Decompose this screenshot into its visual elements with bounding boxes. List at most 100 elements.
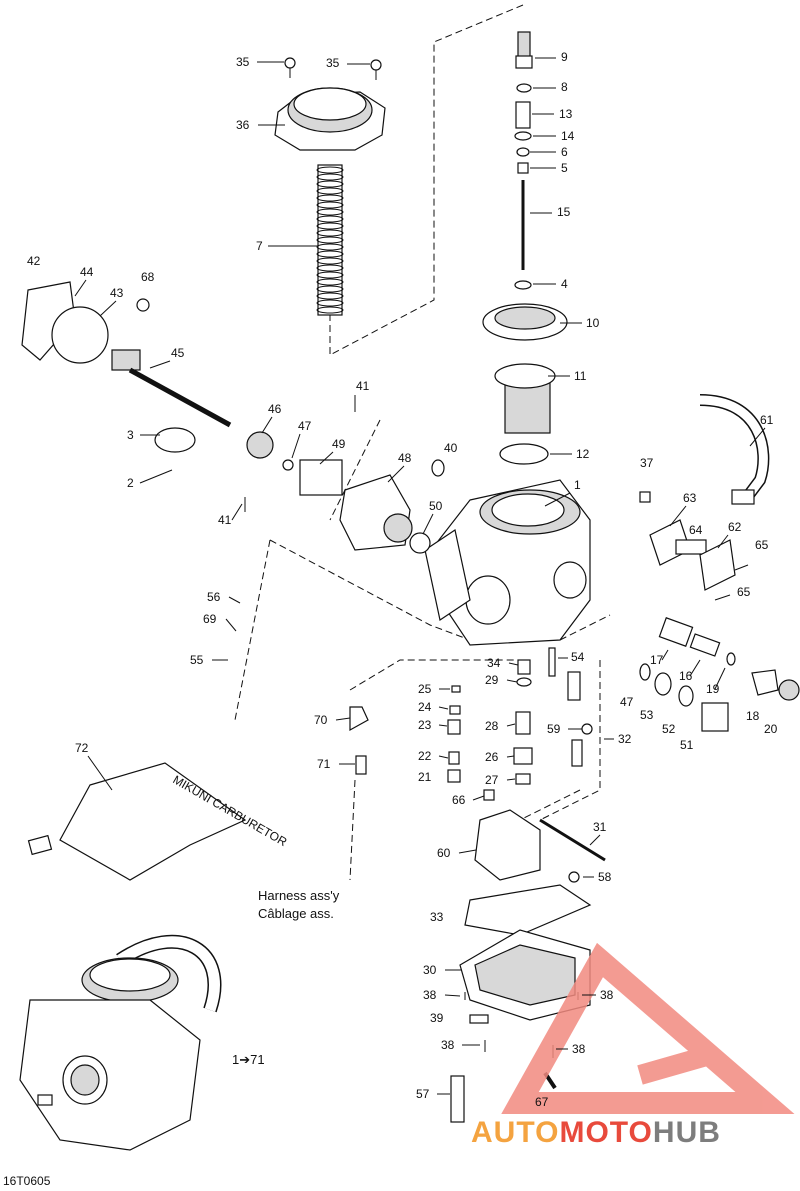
callout-60: 60 (437, 846, 451, 860)
callout-20: 20 (764, 722, 778, 736)
range-note: 1➔71 (232, 1052, 265, 1067)
callout-19: 19 (706, 682, 720, 696)
callout-37: 37 (640, 456, 654, 470)
callout-5: 5 (561, 161, 568, 175)
callout-31: 31 (593, 820, 607, 834)
spring-7 (316, 164, 344, 316)
carburetor-body-1 (424, 479, 591, 646)
callout-leader-47 (291, 433, 301, 459)
callout-36: 36 (236, 118, 250, 132)
callout-46: 46 (268, 402, 282, 416)
callout-leader-66 (472, 795, 485, 801)
callout-51: 51 (680, 738, 694, 752)
right-assembly (639, 394, 770, 601)
callout-1: 1 (574, 478, 581, 492)
slide-11 (494, 363, 556, 434)
jets-column (447, 647, 593, 801)
callout-6: 6 (561, 145, 568, 159)
callout-leader-17 (661, 649, 669, 661)
callout-47: 47 (298, 419, 312, 433)
callout-leader-44 (74, 279, 87, 297)
callout-42: 42 (27, 254, 41, 268)
harness-note-line1: Harness ass'y (258, 888, 340, 903)
spring-coil (316, 229, 344, 237)
callout-44: 44 (80, 265, 94, 279)
callout-41: 41 (218, 513, 232, 527)
callout-38: 38 (441, 1038, 455, 1052)
spring-coil (316, 201, 344, 209)
callout-13: 13 (559, 107, 573, 121)
callout-38: 38 (572, 1042, 586, 1056)
callout-leader-49 (319, 451, 334, 465)
callout-35: 35 (236, 55, 250, 69)
callout-45: 45 (171, 346, 185, 360)
callout-34: 34 (487, 656, 501, 670)
callout-leader-45 (149, 360, 171, 369)
callout-leader-24 (438, 706, 449, 710)
callout-leader-31 (589, 834, 601, 846)
spring-coil (316, 173, 344, 181)
callout-35: 35 (326, 56, 340, 70)
callout-leader-34 (508, 662, 519, 666)
callout-65: 65 (737, 585, 751, 599)
callout-64: 64 (689, 523, 703, 537)
callout-leader-1 (544, 492, 571, 507)
callout-56: 56 (207, 590, 221, 604)
callout-23: 23 (418, 718, 432, 732)
spring-coil (316, 166, 344, 174)
callout-40: 40 (444, 441, 458, 455)
callout-70: 70 (314, 713, 328, 727)
callout-leader-27 (506, 778, 516, 781)
callout-22: 22 (418, 749, 432, 763)
callout-7: 7 (256, 239, 263, 253)
callout-12: 12 (576, 447, 590, 461)
callout-leader-41 (231, 503, 243, 521)
callout-leader-72 (87, 755, 113, 791)
callout-leader-70 (335, 717, 351, 721)
callout-leader-61 (749, 427, 766, 447)
brand-hub: HUB (653, 1116, 721, 1149)
callout-30: 30 (423, 963, 437, 977)
callout-48: 48 (398, 451, 412, 465)
float-bowl (450, 884, 592, 1123)
callout-leader-43 (99, 300, 117, 317)
callout-29: 29 (485, 673, 499, 687)
callout-leader-46 (261, 416, 273, 434)
callout-leader-2 (139, 469, 173, 484)
callout-11: 11 (574, 369, 587, 383)
screws-35 (284, 57, 382, 80)
callout-leader-22 (438, 755, 449, 759)
harness-connector (349, 706, 369, 775)
tag-72: MIKUNI CARBURETOR (27, 762, 290, 881)
callout-leader-48 (387, 465, 405, 483)
spring-coil (316, 222, 344, 230)
spring-coil (316, 278, 344, 286)
callout-24: 24 (418, 700, 432, 714)
float-60 (474, 809, 606, 883)
callout-62: 62 (728, 520, 742, 534)
oring-12 (499, 443, 549, 465)
callout-2: 2 (127, 476, 134, 490)
spring-coil (316, 306, 344, 314)
spring-coil (316, 236, 344, 244)
callout-9: 9 (561, 50, 568, 64)
callout-63: 63 (683, 491, 697, 505)
choke-assembly (21, 281, 445, 554)
callout-66: 66 (452, 793, 466, 807)
watermark-triangle-inner (593, 952, 731, 1085)
needle-stack (514, 31, 533, 290)
callout-14: 14 (561, 129, 575, 143)
callout-16: 16 (679, 669, 693, 683)
callout-39: 39 (430, 1011, 444, 1025)
spring-coil (316, 285, 344, 293)
callout-33: 33 (430, 910, 444, 924)
callout-59: 59 (547, 722, 561, 736)
callout-38: 38 (423, 988, 437, 1002)
diaphragm-10 (482, 303, 568, 341)
callout-15: 15 (557, 205, 571, 219)
callout-27: 27 (485, 773, 499, 787)
callout-55: 55 (190, 653, 204, 667)
callout-leader-63 (669, 505, 687, 527)
